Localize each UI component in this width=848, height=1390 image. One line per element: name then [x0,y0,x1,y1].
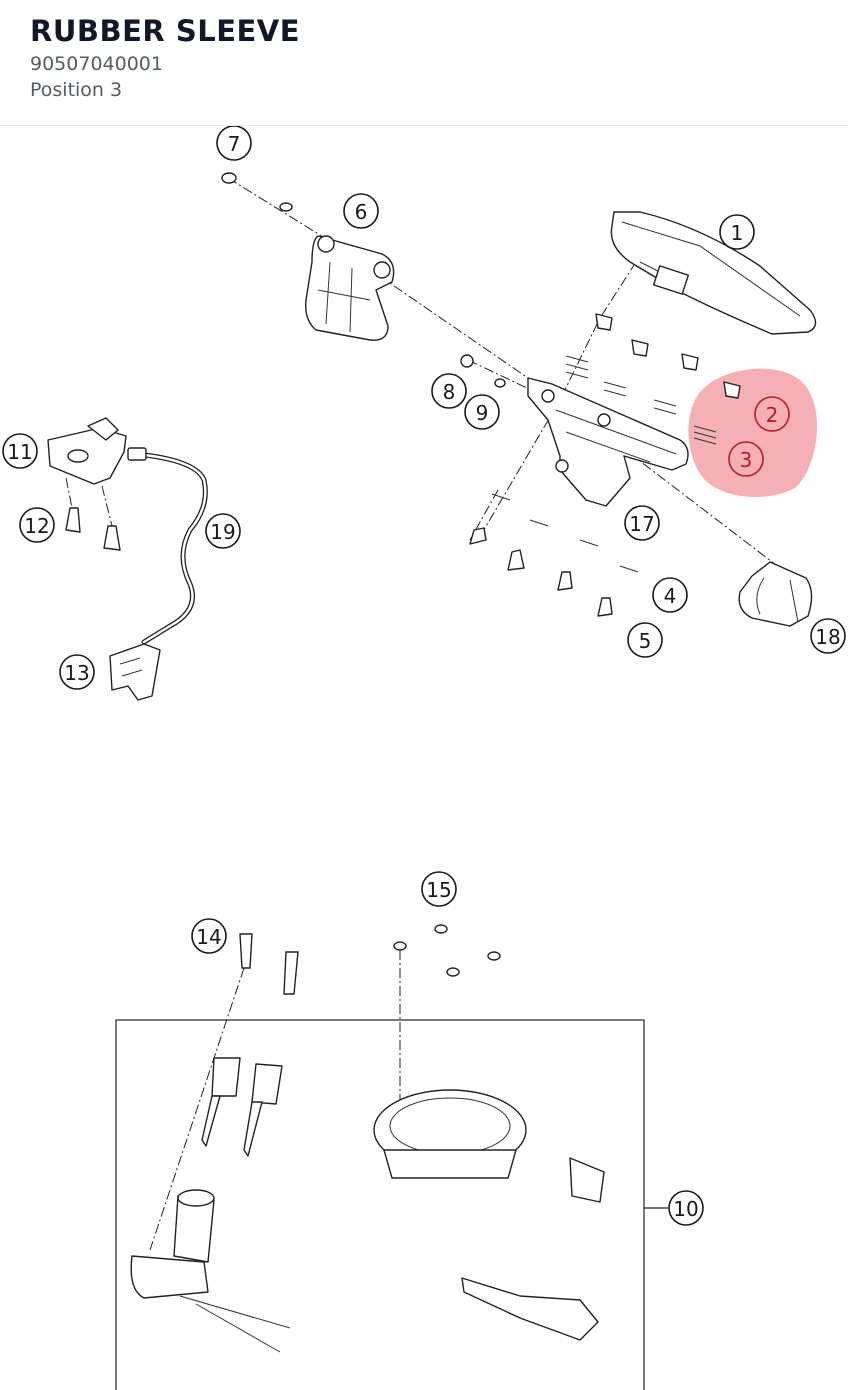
callout-17[interactable]: 17 [624,505,660,541]
callout-label: 5 [639,629,652,653]
callout-11[interactable]: 11 [2,433,38,469]
callout-13[interactable]: 13 [59,654,95,690]
kit-frame-part-10[interactable] [115,1019,645,1390]
screws-part-5[interactable] [469,527,613,617]
plug[interactable] [569,1157,605,1203]
callout-circle [2,433,38,469]
callout-circle [421,871,457,907]
bolt-part-8[interactable] [460,354,474,368]
callout-7[interactable]: 7 [216,126,252,161]
connector[interactable] [461,1277,599,1341]
callout-circle [754,396,790,432]
callout-circle [59,654,95,690]
callout-label: 10 [673,1197,698,1221]
part-header: RUBBER SLEEVE 90507040001 Position 3 [0,0,848,126]
callout-circle [431,373,467,409]
bolts-part-14[interactable] [149,933,299,1251]
instrument-cluster-part-1[interactable] [610,211,817,335]
bracket-part-6[interactable] [305,235,395,341]
callout-circle [19,507,55,543]
callout-circle [216,126,252,161]
callout-label: 12 [24,514,49,538]
callout-15[interactable]: 15 [421,871,457,907]
callout-1[interactable]: 1 [719,214,755,250]
sensor-bracket-part-11[interactable] [47,417,127,485]
callout-label: 15 [426,878,451,902]
callout-18[interactable]: 18 [810,618,846,654]
callout-label: 2 [766,403,779,427]
callout-circle [191,918,227,954]
screw-7[interactable] [221,172,293,212]
connector-bracket-part-13[interactable] [109,643,161,701]
callout-label: 11 [7,440,32,464]
callout-6[interactable]: 6 [343,193,379,229]
ignition-lock[interactable] [130,1189,291,1353]
part-position: Position 3 [30,79,123,101]
main-bracket-part-17[interactable] [527,377,689,507]
callout-label: 19 [210,520,235,544]
callout-19[interactable]: 19 [205,513,241,549]
fuel-cap[interactable] [373,1089,527,1179]
callout-circle [668,1190,704,1226]
callout-circle [624,505,660,541]
callout-label: 13 [64,661,89,685]
callout-label: 3 [740,448,753,472]
callout-10[interactable]: 10 [668,1190,704,1226]
callout-8[interactable]: 8 [431,373,467,409]
callout-circle [205,513,241,549]
callout-label: 7 [228,132,241,156]
clamp-part-18[interactable] [738,561,813,627]
callout-label: 8 [443,380,456,404]
rubber-sleeves-part-3[interactable] [565,355,717,445]
keys[interactable] [201,1057,283,1157]
callout-2[interactable]: 2 [754,396,790,432]
callout-3[interactable]: 3 [728,441,764,477]
bushings-part-2[interactable] [595,313,741,399]
part-title: RUBBER SLEEVE [30,14,301,48]
screws-part-12[interactable] [65,477,121,551]
callout-circle [343,193,379,229]
cable-part-19[interactable] [127,447,208,645]
callout-label: 17 [629,512,654,536]
screws-part-15[interactable] [393,924,501,1110]
callout-label: 4 [664,584,677,608]
callout-circle [464,394,500,430]
callout-label: 6 [355,200,368,224]
pins-part-4[interactable] [491,493,639,573]
part-number: 90507040001 [30,53,163,75]
callout-5[interactable]: 5 [627,622,663,658]
callout-4[interactable]: 4 [652,577,688,613]
callout-circle [810,618,846,654]
callout-label: 14 [196,925,221,949]
callout-12[interactable]: 12 [19,507,55,543]
callout-circle [719,214,755,250]
callout-circle [728,441,764,477]
washer-part-9[interactable] [494,378,506,388]
callout-circle [627,622,663,658]
callout-label: 9 [476,401,489,425]
callout-circle [652,577,688,613]
callout-14[interactable]: 14 [191,918,227,954]
callout-label: 18 [815,625,840,649]
callout-9[interactable]: 9 [464,394,500,430]
callout-label: 1 [731,221,744,245]
selected-part-highlight [688,368,818,498]
